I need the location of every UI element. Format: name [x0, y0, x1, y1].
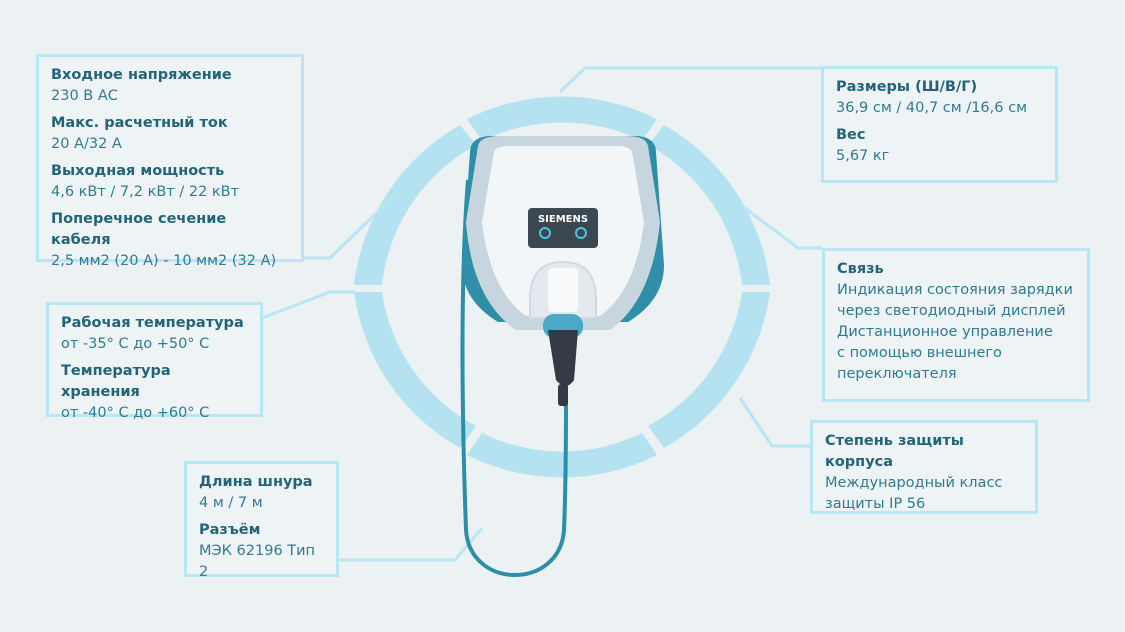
connectivity-line: переключателя	[837, 366, 957, 382]
output-power-title: Выходная мощность	[51, 163, 225, 179]
storage-temp-value: от -40° С до +60° С	[61, 405, 210, 421]
status-led-right	[575, 227, 587, 239]
connectivity-line: Индикация состояния зарядки	[837, 282, 1073, 298]
electrical-specs-box: Входное напряжение 230 В АС Макс. расчет…	[36, 54, 304, 269]
ring-segment-lower-right	[648, 292, 770, 448]
line-dimensions	[558, 66, 822, 94]
protection-line: Международный класс	[825, 475, 1003, 491]
connectivity-line: через светодиодный дисплей	[837, 303, 1066, 319]
max-current-value: 20 А/32 А	[51, 136, 122, 152]
operating-temp-title: Рабочая температура	[61, 315, 244, 331]
status-led-left	[539, 227, 551, 239]
operating-temp-value: от -35° С до +50° С	[61, 336, 210, 352]
line-protection	[738, 397, 810, 448]
protection-line: защиты IP 56	[825, 496, 926, 512]
temperature-box: Рабочая температура от -35° С до +50° С …	[46, 302, 263, 421]
weight-value: 5,67 кг	[836, 148, 890, 164]
weight-title: Вес	[836, 127, 866, 143]
connectivity-line: с помощью внешнего	[837, 345, 1002, 361]
ring-segment-top	[467, 96, 657, 141]
cable-box: Длина шнура 4 м / 7 м Разъём МЭК 62196 Т…	[184, 461, 339, 580]
connector-value: МЭК 62196 Тип 2	[199, 543, 316, 580]
connectivity-title: Связь	[837, 261, 884, 277]
ring	[354, 96, 770, 478]
connector-lines	[261, 66, 822, 562]
charging-cable	[460, 179, 568, 577]
input-voltage-value: 230 В АС	[51, 88, 118, 104]
output-power-value: 4,6 кВт / 7,2 кВт / 22 кВт	[51, 184, 240, 200]
storage-temp-title: Температура хранения	[61, 363, 171, 400]
connector-title: Разъём	[199, 522, 261, 538]
ring-segment-upper-left	[354, 125, 476, 285]
cable-section-title: Поперечное сечение кабеля	[51, 211, 227, 248]
protection-title: Степень защиты корпуса	[825, 433, 964, 470]
line-cable	[338, 527, 484, 562]
line-electrical	[303, 190, 400, 260]
siemens-logo: SIEMENS	[538, 214, 588, 225]
max-current-title: Макс. расчетный ток	[51, 115, 228, 131]
protection-box: Степень защиты корпуса Международный кла…	[810, 420, 1038, 514]
connectivity-box: Связь Индикация состояния зарядки через …	[822, 248, 1090, 402]
connectivity-line: Дистанционное управление	[837, 324, 1053, 340]
ring-segment-bottom	[467, 433, 657, 478]
holster-slot	[548, 268, 578, 312]
charger-unit: SIEMENS	[462, 136, 664, 330]
plug-handle	[548, 330, 578, 386]
cable-section-value: 2,5 мм2 (20 А) - 10 мм2 (32 А)	[51, 253, 277, 269]
dimensions-box: Размеры (Ш/В/Г) 36,9 см / 40,7 см /16,6 …	[821, 66, 1058, 183]
dimensions-value: 36,9 см / 40,7 см /16,6 см	[836, 100, 1028, 116]
ring-segment-lower-left	[354, 292, 476, 448]
charging-plug	[543, 314, 583, 406]
plug-strain-relief	[558, 384, 568, 406]
cord-length-title: Длина шнура	[199, 474, 313, 490]
dimensions-title: Размеры (Ш/В/Г)	[836, 79, 978, 95]
line-temperature	[261, 290, 355, 320]
line-connectivity	[744, 206, 822, 250]
ring-segment-upper-right	[648, 125, 770, 285]
input-voltage-title: Входное напряжение	[51, 67, 232, 83]
cord-length-value: 4 м / 7 м	[199, 495, 263, 511]
